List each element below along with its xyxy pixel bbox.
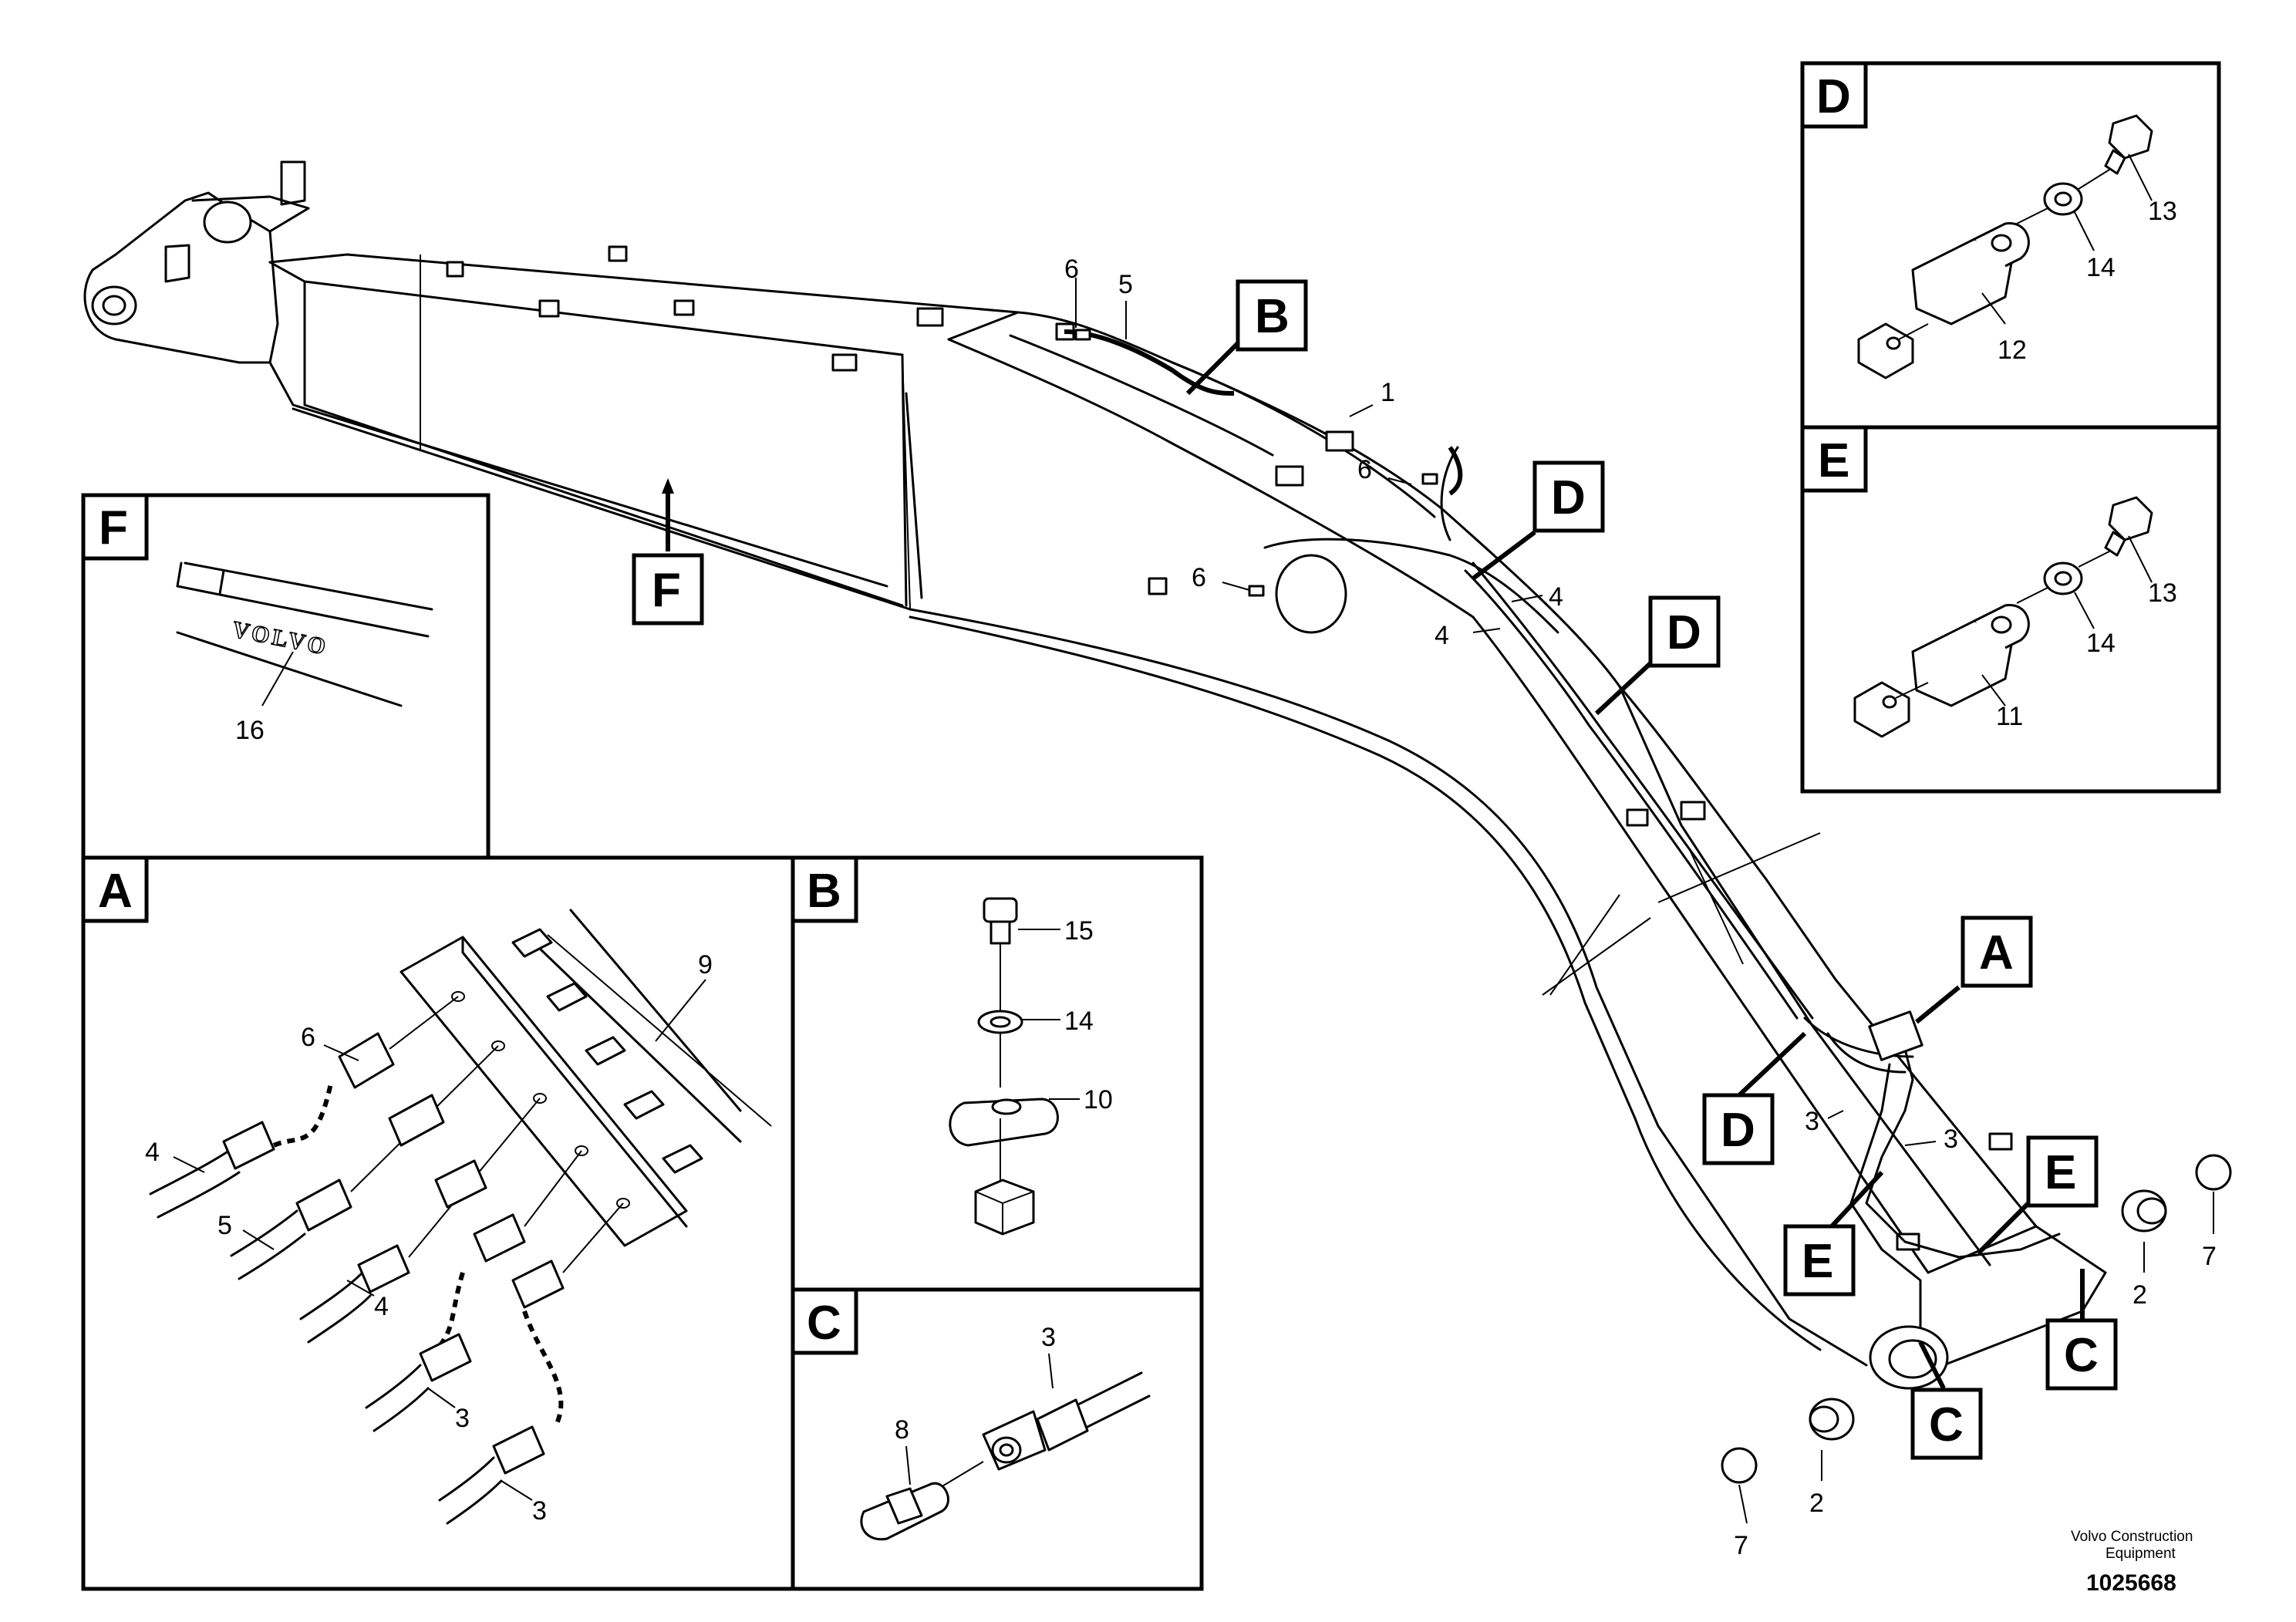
b-callout-15: 15 bbox=[1064, 916, 1094, 946]
callout-2-left: 2 bbox=[1809, 1489, 1824, 1518]
svg-text:C: C bbox=[2064, 1329, 2099, 1382]
callout-2-right: 2 bbox=[2132, 1280, 2147, 1310]
c-callout-8: 8 bbox=[895, 1415, 909, 1445]
a-callout-5: 5 bbox=[217, 1211, 232, 1240]
svg-text:C: C bbox=[807, 1297, 841, 1350]
e-callout-11: 11 bbox=[1996, 702, 2023, 731]
d-callout-14: 14 bbox=[2086, 253, 2116, 282]
callout-6-middle: 6 bbox=[1357, 455, 1372, 484]
a-callout-3-upper: 3 bbox=[455, 1404, 470, 1433]
callout-7-right: 7 bbox=[2202, 1242, 2217, 1271]
front-hoses bbox=[149, 996, 624, 1525]
svg-text:E: E bbox=[2045, 1146, 2076, 1199]
detail-f-panel: F VOLVO 16 bbox=[81, 493, 491, 860]
svg-text:D: D bbox=[1551, 471, 1586, 524]
e-callout-14: 14 bbox=[2086, 629, 2116, 658]
svg-text:F: F bbox=[652, 564, 681, 617]
callout-7-left: 7 bbox=[1734, 1531, 1748, 1560]
svg-text:A: A bbox=[1979, 926, 2014, 980]
tag-c-main-right: C bbox=[2045, 1269, 2118, 1391]
svg-text:F: F bbox=[99, 501, 128, 555]
footer: Volvo Construction Equipment 1025668 bbox=[2071, 1529, 2193, 1596]
callout-5: 5 bbox=[1118, 270, 1133, 299]
callout-4-lower: 4 bbox=[1435, 621, 1449, 650]
detail-a-panel: A bbox=[81, 855, 795, 1591]
svg-text:D: D bbox=[1721, 1104, 1755, 1157]
svg-text:C: C bbox=[1929, 1398, 1964, 1452]
svg-text:D: D bbox=[1667, 606, 1701, 659]
b-callout-10: 10 bbox=[1084, 1085, 1113, 1114]
a-callout-9: 9 bbox=[698, 950, 713, 980]
detail-c-panel: C 3 8 bbox=[791, 1287, 1204, 1591]
callout-3-lower: 3 bbox=[1944, 1125, 1958, 1154]
tag-e-main-right: E bbox=[1976, 1135, 2099, 1256]
b-callout-14: 14 bbox=[1064, 1007, 1094, 1036]
a-callout-3-lower: 3 bbox=[532, 1496, 547, 1526]
callout-4-upper: 4 bbox=[1549, 582, 1563, 612]
document-number: 1025668 bbox=[2086, 1570, 2176, 1596]
main-callouts: 1 2 2 3 3 4 4 5 6 6 6 7 7 bbox=[1064, 255, 2217, 1560]
a-callout-4-lower: 4 bbox=[374, 1292, 389, 1321]
back-fittings bbox=[511, 909, 772, 1174]
tag-d-main-lower: D bbox=[1702, 1031, 1807, 1165]
d-callout-12: 12 bbox=[1998, 336, 2027, 365]
tag-d-main-middle: D bbox=[1594, 595, 1721, 716]
svg-text:E: E bbox=[1818, 434, 1849, 487]
e-callout-13: 13 bbox=[2148, 578, 2177, 608]
brand-line-2: Equipment bbox=[2106, 1546, 2176, 1562]
tag-b-main: B bbox=[1185, 279, 1308, 396]
detail-d-panel: D 13 14 12 bbox=[1800, 61, 2221, 430]
brand-line-1: Volvo Construction bbox=[2071, 1529, 2193, 1545]
tag-d-main-upper: D bbox=[1472, 460, 1605, 581]
svg-text:A: A bbox=[98, 865, 133, 918]
svg-text:B: B bbox=[807, 865, 841, 918]
svg-text:E: E bbox=[1802, 1235, 1833, 1288]
tag-f-main: F bbox=[632, 478, 704, 626]
detail-b-panel: B 15 14 10 bbox=[791, 855, 1204, 1292]
mounting-pads bbox=[446, 245, 2013, 1251]
d-callout-13: 13 bbox=[2148, 197, 2177, 226]
svg-text:D: D bbox=[1816, 70, 1851, 123]
callout-1: 1 bbox=[1381, 378, 1395, 407]
a-callout-6: 6 bbox=[301, 1023, 315, 1052]
callout-6-lower: 6 bbox=[1192, 563, 1206, 592]
detail-e-panel: E 13 14 11 bbox=[1800, 425, 2221, 794]
main-view-tags: A B C C D D D bbox=[632, 279, 2118, 1460]
callout-3-upper: 3 bbox=[1805, 1107, 1819, 1136]
svg-text:B: B bbox=[1255, 290, 1290, 343]
tag-e-main-left: E bbox=[1783, 1170, 1884, 1297]
tag-c-main-left: C bbox=[1910, 1340, 1983, 1460]
c-callout-3: 3 bbox=[1041, 1323, 1056, 1352]
a-callout-4-upper: 4 bbox=[145, 1138, 160, 1167]
callout-16: 16 bbox=[235, 716, 265, 745]
tag-a-main: A bbox=[1915, 916, 2033, 1024]
callout-6-top: 6 bbox=[1064, 255, 1079, 284]
